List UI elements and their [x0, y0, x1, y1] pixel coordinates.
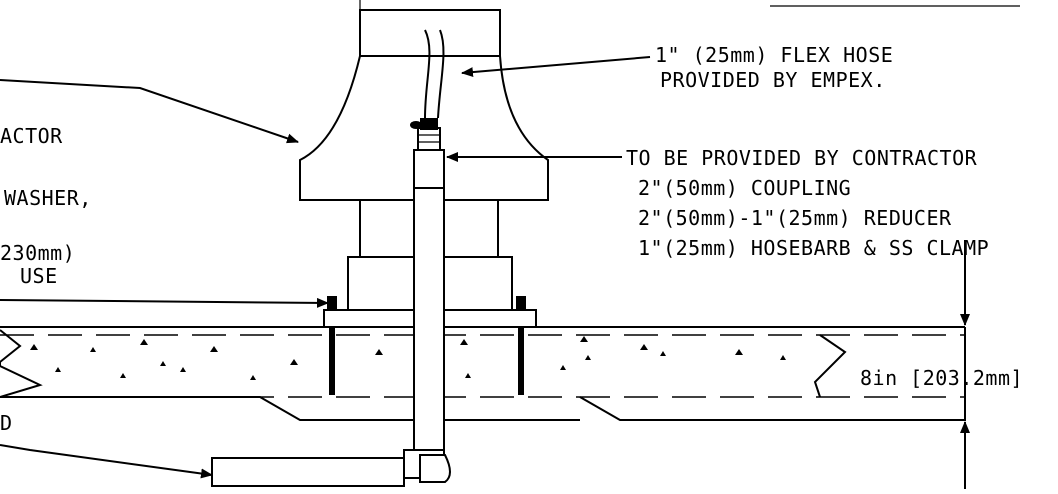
- vertical-pipe: [413, 179, 445, 461]
- housing-leader: [0, 79, 299, 144]
- horizontal-pipe: [211, 457, 405, 487]
- contractor-label-3: 2"(50mm)-1"(25mm) REDUCER: [638, 206, 952, 230]
- flex-hose-leader: [461, 56, 651, 78]
- pipe-leader: [0, 444, 213, 479]
- contractor-label-1: TO BE PROVIDED BY CONTRACTOR: [626, 146, 978, 170]
- anchor-bolt-left: [327, 296, 337, 395]
- flex-hose-label-1: 1" (25mm) FLEX HOSE: [655, 43, 893, 67]
- contractor-label-2: 2"(50mm) COUPLING: [638, 176, 851, 200]
- left-label-1: ACTOR: [0, 124, 63, 148]
- left-label-5: D: [0, 411, 13, 435]
- left-label-3: 230mm): [0, 241, 75, 265]
- flex-hose: [424, 29, 445, 119]
- pipe-elbow: [403, 449, 451, 483]
- coupling-assembly: [410, 118, 445, 189]
- dimension-label: 8in [203.2mm]: [860, 366, 1023, 390]
- title-block-fragment: [359, 0, 1020, 10]
- contractor-label-4: 1"(25mm) HOSEBARB & SS CLAMP: [638, 236, 989, 260]
- anchor-bolt-right: [516, 296, 526, 395]
- flex-hose-label-2: PROVIDED BY EMPEX.: [660, 68, 886, 92]
- concrete-slab: [0, 326, 966, 421]
- bolt-leader: [0, 297, 329, 308]
- left-label-2: WASHER,: [4, 186, 92, 210]
- left-label-4: USE: [20, 264, 58, 288]
